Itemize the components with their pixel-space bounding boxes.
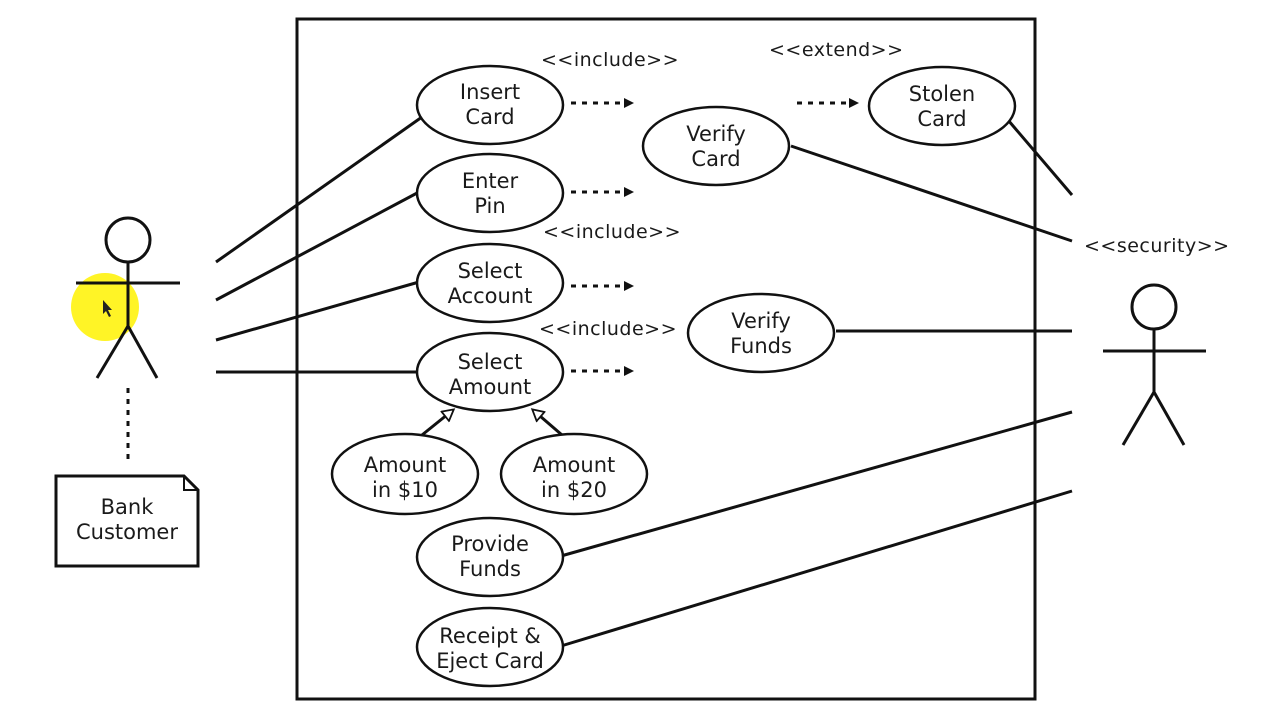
svg-text:Receipt &: Receipt & <box>439 624 540 648</box>
stereotype-include-1: <<include>> <box>541 49 679 71</box>
assoc-customer-insert-card <box>215 115 423 264</box>
generalization-amount-20 <box>533 410 563 437</box>
assoc-provide-funds-security <box>560 410 1073 558</box>
use-case-select-account: Select Account <box>415 242 565 324</box>
use-case-receipt-eject-card: Receipt & Eject Card <box>415 606 565 688</box>
actor-note: Bank Customer <box>54 474 200 568</box>
use-case-verify-card: Verify Card <box>641 105 791 187</box>
svg-text:Account: Account <box>448 284 533 308</box>
stereotype-extend: <<extend>> <box>769 39 904 61</box>
svg-text:Verify: Verify <box>686 122 746 146</box>
use-case-enter-pin: Enter Pin <box>415 152 565 234</box>
stereotype-security: <<security>> <box>1084 235 1230 257</box>
generalization-amount-10 <box>421 410 453 437</box>
actor-note-line-2: Customer <box>76 520 178 544</box>
svg-text:Enter: Enter <box>462 169 519 193</box>
use-case-verify-funds: Verify Funds <box>686 292 836 374</box>
svg-text:Insert: Insert <box>460 80 520 104</box>
assoc-customer-select-account <box>215 280 420 342</box>
svg-text:Provide: Provide <box>451 532 529 556</box>
svg-text:Amount: Amount <box>533 453 616 477</box>
actor-note-line-1: Bank <box>101 495 155 519</box>
svg-text:Card: Card <box>691 147 740 171</box>
actor-bank-customer <box>76 216 180 379</box>
svg-text:Card: Card <box>465 105 514 129</box>
stereotype-include-2: <<include>> <box>543 221 681 243</box>
svg-text:Funds: Funds <box>459 557 521 581</box>
svg-text:in $20: in $20 <box>541 478 607 502</box>
svg-text:Select: Select <box>458 259 523 283</box>
svg-text:Select: Select <box>458 350 523 374</box>
assoc-customer-enter-pin <box>215 190 420 302</box>
svg-text:Pin: Pin <box>474 194 505 218</box>
svg-text:Funds: Funds <box>730 334 792 358</box>
svg-text:Amount: Amount <box>449 375 532 399</box>
svg-text:Card: Card <box>917 107 966 131</box>
svg-text:in $10: in $10 <box>372 478 438 502</box>
use-case-amount-10: Amount in $10 <box>330 432 480 516</box>
system-boundary <box>295 17 1037 701</box>
svg-text:Eject Card: Eject Card <box>436 649 544 673</box>
svg-text:Amount: Amount <box>364 453 447 477</box>
assoc-verify-card-security <box>790 144 1073 243</box>
assoc-receipt-security <box>560 489 1073 648</box>
cursor-highlight <box>71 273 139 341</box>
actor-security-system <box>1103 283 1206 446</box>
use-case-insert-card: Insert Card <box>415 64 565 146</box>
use-case-provide-funds: Provide Funds <box>415 516 565 598</box>
svg-text:Verify: Verify <box>731 309 791 333</box>
assoc-stolen-card-security <box>1006 119 1074 196</box>
svg-text:Stolen: Stolen <box>909 82 975 106</box>
use-case-stolen-card: Stolen Card <box>867 65 1017 147</box>
use-case-amount-20: Amount in $20 <box>499 432 649 516</box>
stereotype-include-3: <<include>> <box>539 318 677 340</box>
use-case-select-amount: Select Amount <box>415 331 565 413</box>
